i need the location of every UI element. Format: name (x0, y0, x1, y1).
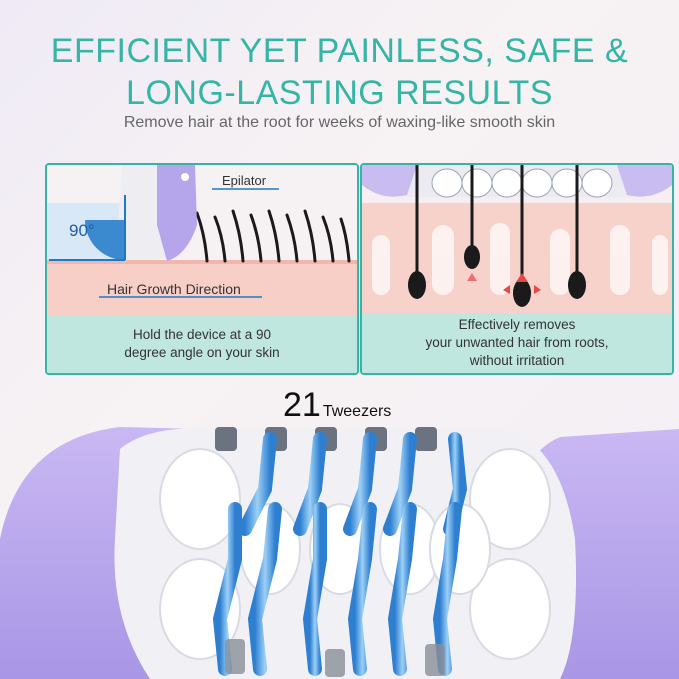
hair-roots (408, 165, 586, 307)
tweezer-blades (212, 432, 468, 676)
epilator-device (118, 165, 197, 261)
angle-caption: Hold the device at a 90 degree angle on … (47, 315, 357, 373)
root-caption-line-2: your unwanted hair from roots, (425, 335, 609, 350)
subheadline: Remove hair at the root for weeks of wax… (123, 114, 556, 131)
root-removal-panel: Effectively removes your unwanted hair f… (360, 163, 674, 375)
tweezers-count: 21 (283, 386, 321, 424)
epilator-head (362, 165, 672, 198)
extraction-arrows (467, 273, 541, 294)
angle-arc (85, 220, 125, 260)
root-removal-caption: Effectively removes your unwanted hair f… (362, 313, 672, 373)
hair-strands (195, 209, 351, 263)
epilator-label: Epilator (222, 173, 267, 188)
angle-caption-line-1: Hold the device at a 90 (132, 327, 272, 342)
headline-line-2: LONG-LASTING RESULTS (126, 74, 553, 112)
angle-caption-line-2: degree angle on your skin (124, 345, 280, 360)
epilator-closeup (0, 427, 679, 679)
angle-label: 90° (69, 221, 95, 240)
skin-layer (47, 260, 357, 315)
angle-panel: 90° Epilator Hair Growth Direction Hold … (45, 163, 359, 375)
root-caption-line-1: Effectively removes (458, 317, 576, 332)
root-caption-line-3: without irritation (469, 353, 565, 368)
hair-growth-direction-label: Hair Growth Direction (107, 281, 241, 297)
tweezers-label: Tweezers (322, 403, 392, 420)
headline: EFFICIENT YET PAINLESS, SAFE & LONG-LAST… (0, 30, 679, 114)
headline-line-1: EFFICIENT YET PAINLESS, SAFE & (50, 32, 629, 70)
